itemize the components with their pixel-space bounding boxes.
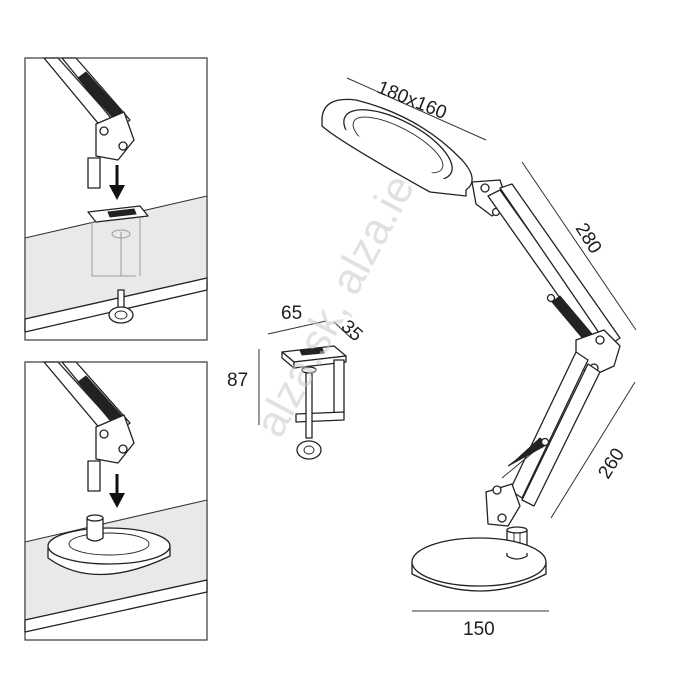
- table-clamp: [87, 205, 149, 324]
- lamp-arm-upper: [43, 57, 135, 189]
- arrow-down: [109, 474, 125, 508]
- arm-pin: [87, 460, 101, 492]
- head-size-dimline: [346, 77, 487, 141]
- arrow-down: [109, 165, 125, 200]
- lamp-base: [411, 537, 547, 592]
- panel-clamp-mounting: [24, 57, 208, 341]
- lamp-arm-upper: [43, 361, 135, 492]
- joint-screw: [99, 126, 109, 136]
- lower-arm: [501, 351, 601, 507]
- upper-arm-label: 280: [571, 220, 606, 258]
- clamp-width-label: 65: [281, 303, 302, 324]
- clamp-detail: 65 35 87: [227, 303, 366, 460]
- clamp-knob: [296, 440, 322, 460]
- table-edge: [24, 277, 208, 333]
- clamp-width-dimline: [267, 320, 327, 335]
- lamp-full-view: 180x160 280 260 150: [321, 77, 637, 640]
- panel-base-mounting: [24, 361, 208, 641]
- base-joint: [485, 483, 521, 527]
- clamp-height-label: 87: [227, 370, 248, 391]
- lower-arm-label: 260: [594, 445, 629, 483]
- base-diameter-label: 150: [463, 619, 495, 640]
- upper-arm: [487, 183, 621, 353]
- arm-pin: [87, 157, 101, 189]
- clamp-depth-dimline: [333, 321, 352, 339]
- round-base: [47, 514, 171, 576]
- upper-arm-dimline: [521, 161, 637, 331]
- table-edge: [24, 579, 208, 633]
- lower-arm-dimline: [550, 381, 636, 519]
- clamp-knob: [108, 306, 134, 324]
- magnifier-head: [321, 98, 473, 197]
